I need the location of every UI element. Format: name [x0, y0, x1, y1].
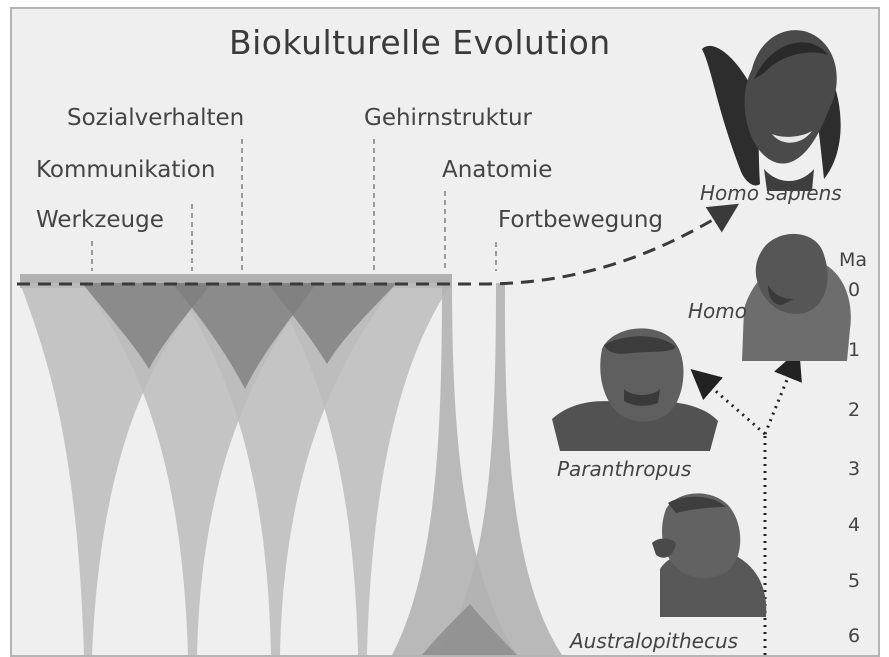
label-sozialverhalten: Sozialverhalten	[67, 105, 244, 131]
label-homo-sapiens: Homo sapiens	[700, 181, 842, 205]
time-axis-unit: Ma	[839, 249, 867, 271]
homo-portrait	[742, 234, 851, 361]
homo-sapiens-portrait	[702, 30, 841, 191]
time-tick-4: 4	[848, 514, 860, 536]
label-werkzeuge: Werkzeuge	[36, 207, 164, 233]
label-australopithecus: Australopithecus	[570, 629, 738, 653]
time-tick-3: 3	[848, 458, 860, 480]
label-homo: Homo	[688, 299, 747, 323]
time-tick-1: 1	[848, 339, 860, 361]
time-tick-2: 2	[848, 399, 860, 421]
lineage-to-homo	[765, 355, 797, 434]
label-kommunikation: Kommunikation	[36, 157, 215, 183]
time-tick-6: 6	[848, 625, 860, 647]
time-tick-5: 5	[848, 570, 860, 592]
label-paranthropus: Paranthropus	[557, 457, 691, 481]
label-gehirnstruktur: Gehirnstruktur	[364, 105, 532, 131]
diagram-title: Biokulturelle Evolution	[229, 23, 611, 62]
paranthropus-portrait	[552, 328, 718, 451]
diagram-frame: Biokulturelle Evolution Sozialverhalten …	[10, 7, 880, 657]
australopithecus-portrait	[652, 493, 766, 617]
label-anatomie: Anatomie	[442, 157, 552, 183]
time-tick-0: 0	[848, 279, 860, 301]
label-fortbewegung: Fortbewegung	[498, 207, 663, 233]
